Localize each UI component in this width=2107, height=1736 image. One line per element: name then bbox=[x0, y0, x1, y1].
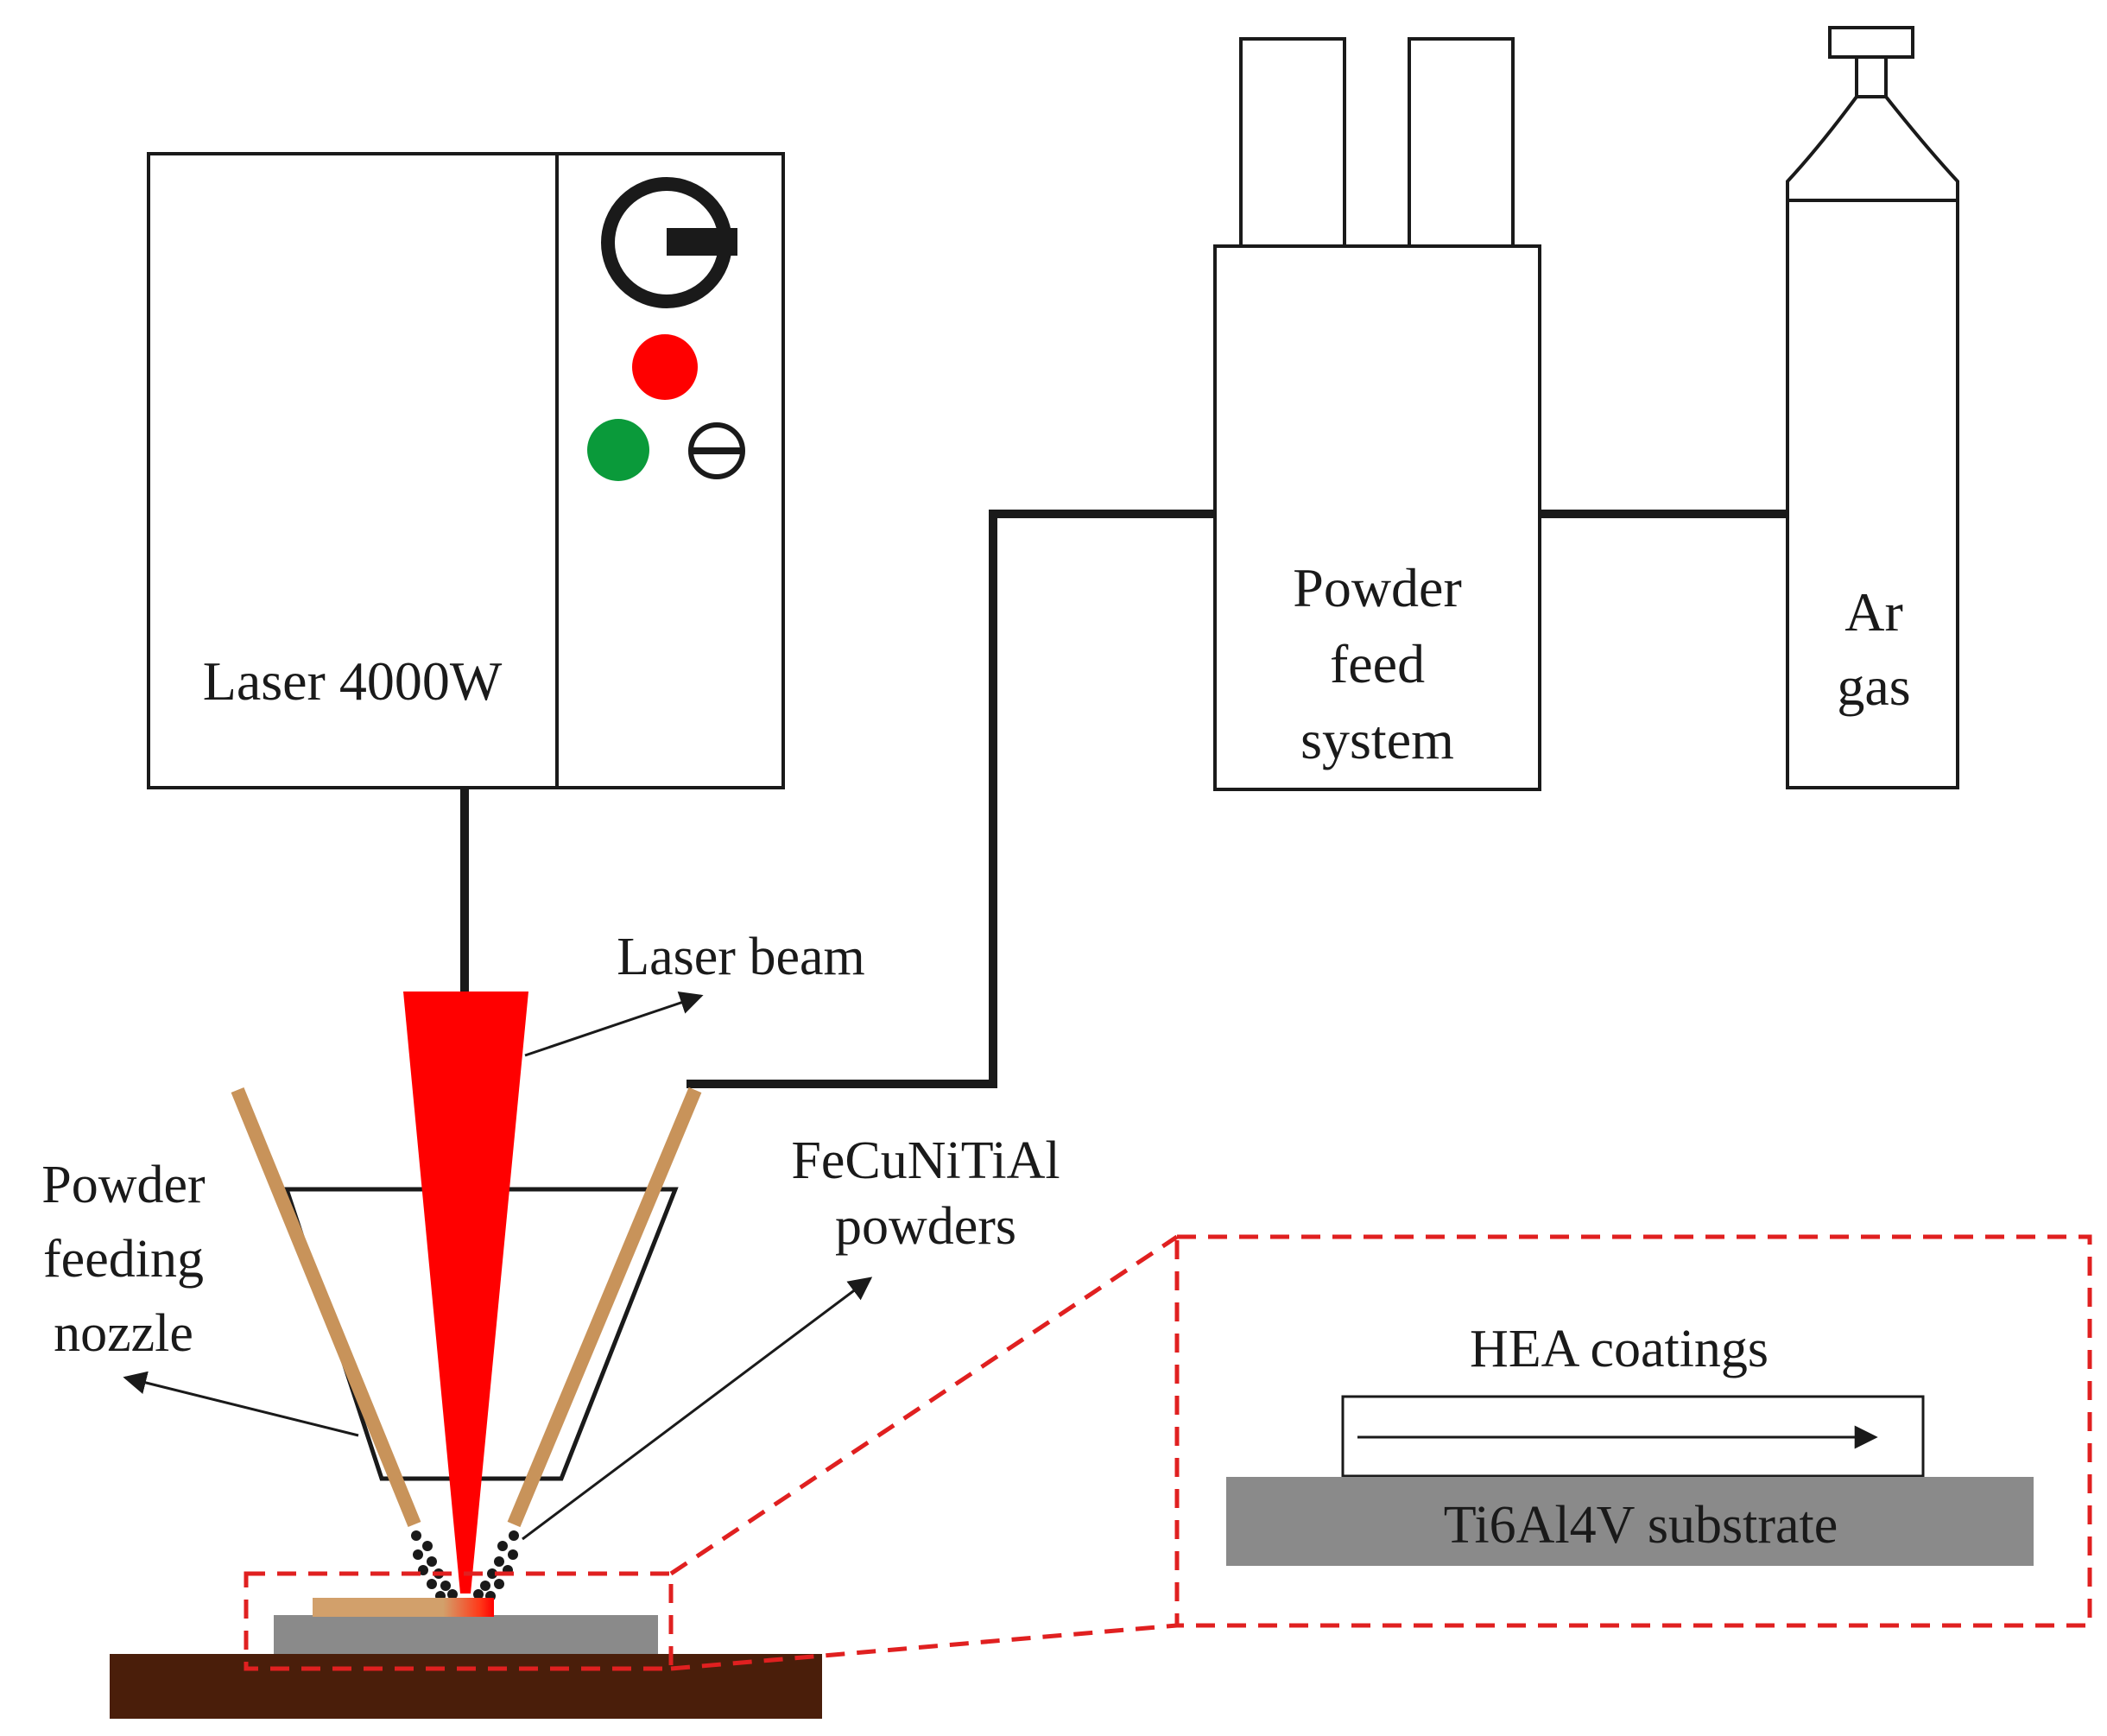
powder-feed-box bbox=[1213, 244, 1541, 791]
laser-beam-pointer bbox=[524, 991, 704, 1057]
laser-beam bbox=[403, 992, 528, 1593]
powder-hopper-right bbox=[1408, 37, 1515, 248]
zoom-connector-bottom bbox=[670, 1623, 1178, 1671]
knob-icon bbox=[688, 422, 745, 479]
argon-cylinder: Ar gas bbox=[1786, 26, 1959, 789]
nozzle-annotation-line2: feeding bbox=[43, 1230, 204, 1289]
powder-hopper-left bbox=[1239, 37, 1346, 248]
powder-pipe-to-nozzle bbox=[687, 510, 1215, 1088]
left-powder-tube bbox=[231, 1087, 421, 1528]
laser-cabinet bbox=[147, 152, 785, 789]
green-indicator-light bbox=[587, 419, 649, 481]
powders-annotation-line2: powders bbox=[835, 1197, 1016, 1256]
zoom-callout bbox=[244, 1234, 2092, 1671]
laser-unit: Laser 4000W bbox=[147, 152, 785, 789]
cylinder-valve-stem bbox=[1855, 55, 1888, 98]
substrate-label: Ti6Al4V substrate bbox=[1444, 1496, 1838, 1555]
nozzle-assembly bbox=[231, 992, 702, 1601]
cylinder-valve-cap bbox=[1828, 26, 1914, 59]
coating-label: HEA coatings bbox=[1470, 1320, 1768, 1378]
nozzle-annotation-line1: Powder bbox=[41, 1156, 206, 1214]
gas-label-1: Ar bbox=[1844, 581, 1903, 643]
powders-annotation-line1: FeCuNiTiAl bbox=[791, 1131, 1060, 1190]
zoom-detail-frame bbox=[1174, 1234, 2092, 1628]
zoom-source-frame bbox=[244, 1571, 674, 1671]
power-switch-icon bbox=[601, 177, 737, 308]
powder-feed-label-2: feed bbox=[1330, 633, 1425, 694]
zoom-connector-top bbox=[669, 1234, 1179, 1576]
cladding-track bbox=[313, 1598, 494, 1617]
red-indicator-light bbox=[632, 334, 698, 400]
right-powder-tube bbox=[507, 1087, 702, 1528]
powder-feed-label-1: Powder bbox=[1293, 557, 1462, 618]
laser-beam-annotation: Laser beam bbox=[617, 928, 864, 986]
powder-feed-label-3: system bbox=[1300, 709, 1454, 770]
detail-inset: HEA coatings Ti6Al4V substrate bbox=[1226, 1320, 2034, 1566]
powder-feed-system: Powder feed system bbox=[1213, 37, 1541, 791]
laser-label: Laser 4000W bbox=[203, 650, 503, 712]
nozzle-annotation-line3: nozzle bbox=[54, 1304, 193, 1363]
ti6al4v-substrate bbox=[1226, 1477, 2034, 1566]
substrate-block bbox=[274, 1615, 658, 1654]
powders-pointer bbox=[522, 1277, 873, 1541]
gas-label-2: gas bbox=[1837, 656, 1910, 717]
cylinder-body bbox=[1786, 95, 1959, 789]
nozzle-pointer bbox=[123, 1371, 359, 1437]
